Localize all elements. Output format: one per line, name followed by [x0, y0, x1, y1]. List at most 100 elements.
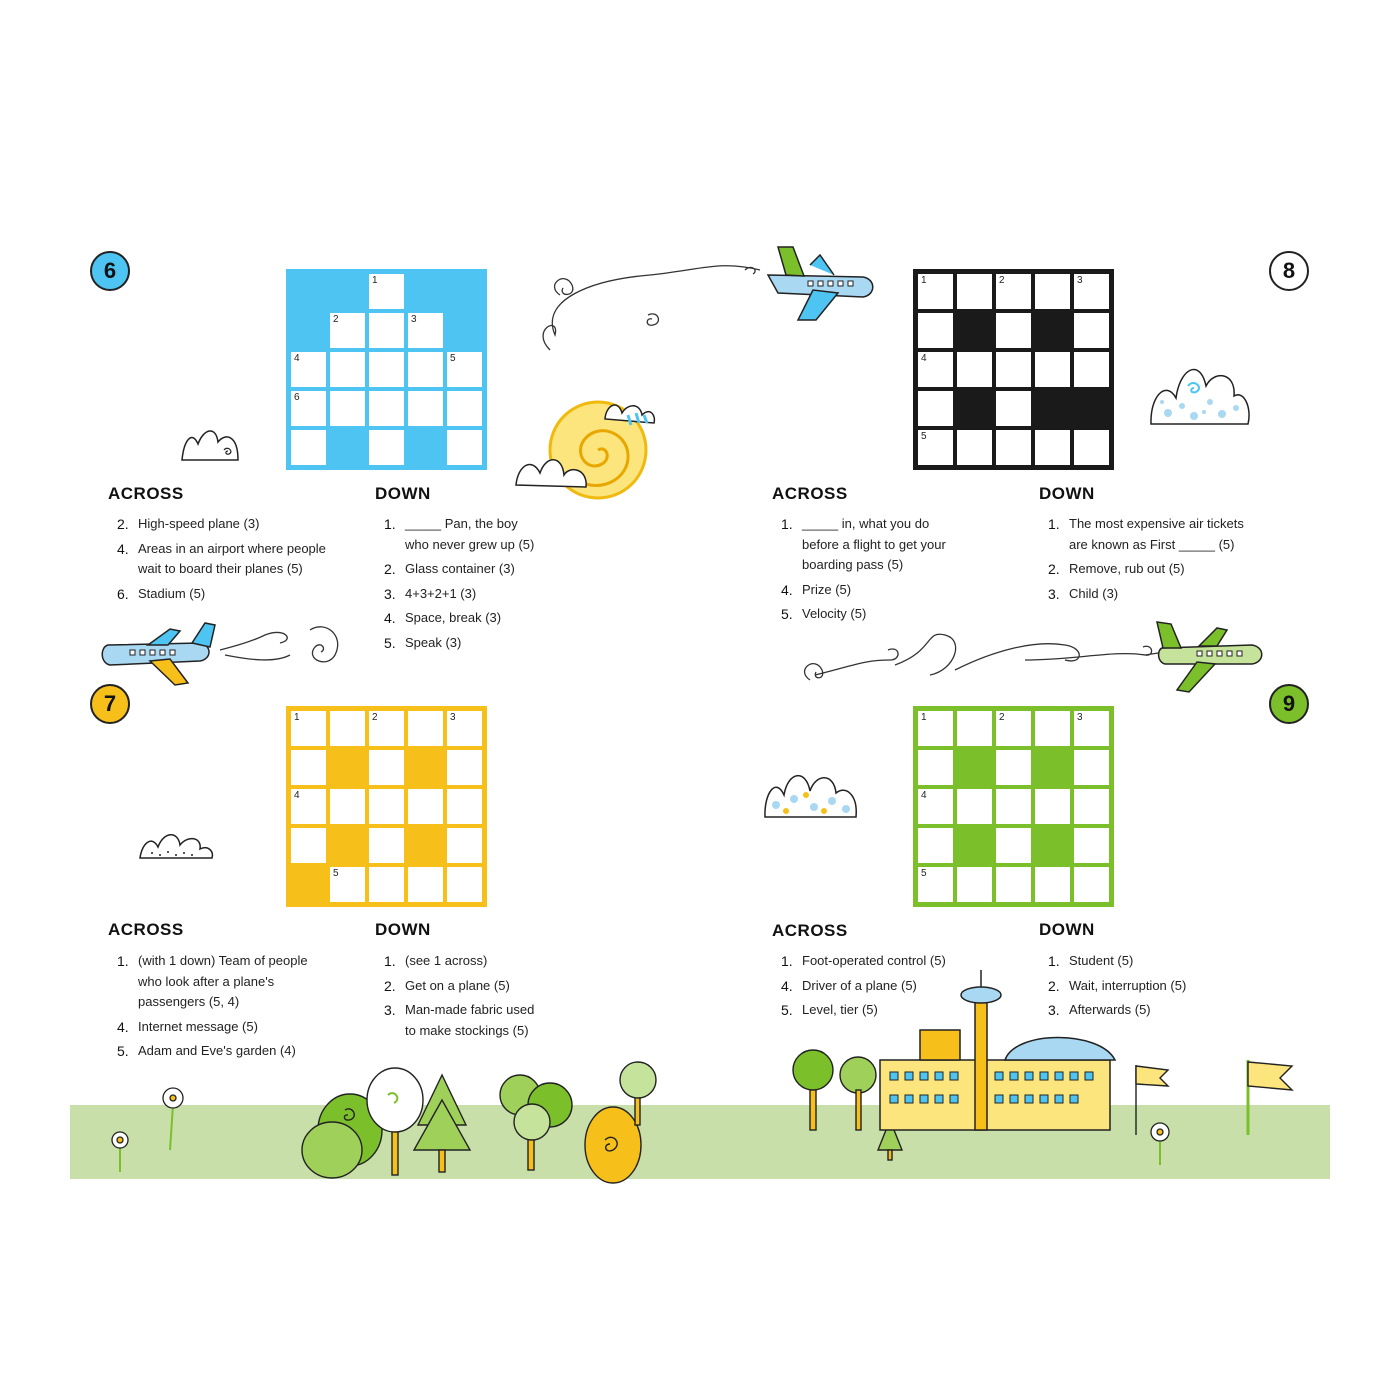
- grid-cell[interactable]: [1035, 789, 1070, 824]
- grid-cell[interactable]: [996, 313, 1031, 348]
- grid-cell[interactable]: [1035, 274, 1070, 309]
- grid-cell[interactable]: [957, 430, 992, 465]
- cell-number: 4: [294, 790, 300, 801]
- puzzle-number-badge: 6: [90, 251, 130, 291]
- grid-cell[interactable]: [1074, 313, 1109, 348]
- clue-number: 4.: [384, 610, 396, 626]
- clue-item: 1._____ Pan, the boy who never grew up (…: [375, 514, 545, 555]
- grid-cell[interactable]: 4: [918, 352, 953, 387]
- clue-number: 4.: [781, 581, 793, 598]
- grid-cell[interactable]: [996, 750, 1031, 785]
- grid-cell[interactable]: [291, 750, 326, 785]
- grid-cell[interactable]: [1074, 789, 1109, 824]
- grid-cell[interactable]: 3: [447, 711, 482, 746]
- grid-cell[interactable]: [957, 274, 992, 309]
- grid-cell[interactable]: [1035, 352, 1070, 387]
- grid-cell[interactable]: [291, 430, 326, 465]
- grid-cell[interactable]: [330, 391, 365, 426]
- grid-cell[interactable]: 1: [918, 274, 953, 309]
- grid-cell[interactable]: 4: [918, 789, 953, 824]
- grid-cell[interactable]: [918, 391, 953, 426]
- grid-cell[interactable]: 5: [918, 867, 953, 902]
- grid-cell[interactable]: 3: [1074, 711, 1109, 746]
- grid-cell[interactable]: [996, 391, 1031, 426]
- crossword-grid: 1 2 3 4 5 6: [286, 269, 487, 470]
- grid-cell[interactable]: [1035, 430, 1070, 465]
- cell-number: 1: [372, 275, 378, 286]
- down-heading: DOWN: [1039, 484, 1095, 503]
- grid-cell[interactable]: 5: [330, 867, 365, 902]
- grid-cell[interactable]: [447, 391, 482, 426]
- grid-cell[interactable]: [369, 391, 404, 426]
- grid-cell[interactable]: [918, 313, 953, 348]
- grid-cell[interactable]: 1: [369, 274, 404, 309]
- clue-number: 1.: [781, 516, 793, 532]
- cloud-icon: [764, 774, 857, 818]
- grid-cell[interactable]: 2: [996, 711, 1031, 746]
- clue-number: 1.: [117, 953, 129, 969]
- grid-cell[interactable]: [447, 430, 482, 465]
- clue-text: Child (3): [1069, 585, 1119, 601]
- grid-cell[interactable]: 3: [408, 313, 443, 348]
- grid-cell[interactable]: [1074, 430, 1109, 465]
- grid-cell[interactable]: [369, 828, 404, 863]
- grid-cell[interactable]: [369, 313, 404, 348]
- grid-cell[interactable]: 5: [447, 352, 482, 387]
- grid-cell[interactable]: 6: [291, 391, 326, 426]
- grid-cell[interactable]: [447, 789, 482, 824]
- grid-cell[interactable]: [369, 352, 404, 387]
- grid-cell[interactable]: 4: [291, 789, 326, 824]
- grid-cell[interactable]: [1035, 711, 1070, 746]
- clue-item: 5.Level, tier (5): [772, 1000, 972, 1021]
- grid-cell[interactable]: [408, 711, 443, 746]
- grid-cell[interactable]: 3: [1074, 274, 1109, 309]
- grid-cell[interactable]: [996, 789, 1031, 824]
- grid-cell[interactable]: [918, 828, 953, 863]
- grid-cell[interactable]: [408, 391, 443, 426]
- grid-cell[interactable]: 1: [918, 711, 953, 746]
- grid-cell[interactable]: [447, 750, 482, 785]
- grid-cell[interactable]: 5: [918, 430, 953, 465]
- clue-number: 2.: [117, 516, 129, 532]
- grid-cell[interactable]: [369, 430, 404, 465]
- grid-cell[interactable]: [330, 789, 365, 824]
- grid-cell[interactable]: 2: [369, 711, 404, 746]
- grid-cell[interactable]: [369, 750, 404, 785]
- down-heading: DOWN: [375, 920, 431, 939]
- grid-cell[interactable]: [996, 352, 1031, 387]
- grid-cell[interactable]: [957, 867, 992, 902]
- grid-cell[interactable]: [369, 867, 404, 902]
- clue-number: 5.: [384, 634, 396, 651]
- grid-cell[interactable]: [957, 789, 992, 824]
- grid-cell[interactable]: [408, 352, 443, 387]
- grid-cell[interactable]: [957, 352, 992, 387]
- cell-number: 3: [1077, 712, 1083, 723]
- grid-cell[interactable]: [1035, 867, 1070, 902]
- grid-cell[interactable]: [408, 867, 443, 902]
- grid-cell[interactable]: [996, 828, 1031, 863]
- grid-cell[interactable]: 1: [291, 711, 326, 746]
- cell-number: 4: [921, 790, 927, 801]
- clue-text: _____ in, what you do before a flight to…: [802, 516, 946, 572]
- grid-cell[interactable]: [1074, 352, 1109, 387]
- grid-cell[interactable]: [330, 711, 365, 746]
- grid-cell[interactable]: [291, 828, 326, 863]
- grid-cell[interactable]: [996, 430, 1031, 465]
- grid-cell[interactable]: [330, 352, 365, 387]
- grid-cell[interactable]: [957, 711, 992, 746]
- grid-cell[interactable]: [918, 750, 953, 785]
- grid-cell[interactable]: [1074, 828, 1109, 863]
- grid-cell[interactable]: [1074, 867, 1109, 902]
- grid-cell[interactable]: 4: [291, 352, 326, 387]
- clue-item: 1.Student (5): [1039, 951, 1219, 972]
- clue-text: Remove, rub out (5): [1069, 561, 1185, 576]
- grid-cell[interactable]: [996, 867, 1031, 902]
- grid-cell[interactable]: 2: [330, 313, 365, 348]
- grid-cell[interactable]: [447, 828, 482, 863]
- grid-cell[interactable]: [369, 789, 404, 824]
- clue-number: 4.: [117, 1018, 129, 1035]
- grid-cell[interactable]: [1074, 750, 1109, 785]
- grid-cell[interactable]: [447, 867, 482, 902]
- grid-cell[interactable]: [408, 789, 443, 824]
- grid-cell[interactable]: 2: [996, 274, 1031, 309]
